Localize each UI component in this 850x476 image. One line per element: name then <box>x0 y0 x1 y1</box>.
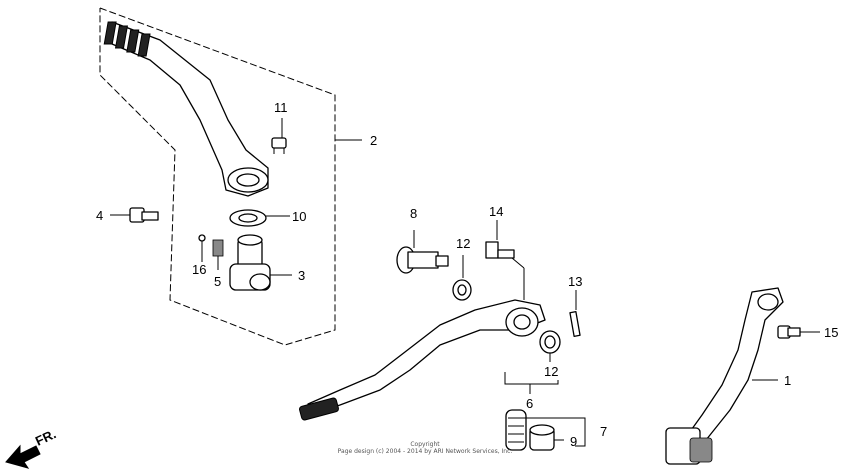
copyright-line1: Copyright <box>410 441 440 448</box>
bracket-7 <box>520 417 586 447</box>
callout-16: 16 <box>192 262 206 277</box>
callout-9: 9 <box>570 434 577 449</box>
callout-11: 11 <box>274 100 288 115</box>
brake-pedal-6[interactable] <box>299 299 546 421</box>
pivot-bolt-8[interactable] <box>396 246 449 274</box>
callout-12-lower: 12 <box>544 364 558 379</box>
callout-8: 8 <box>410 206 417 221</box>
callout-7: 7 <box>600 424 607 439</box>
copyright-line2: Page design (c) 2004 - 2014 by ARI Netwo… <box>338 448 513 455</box>
kick-starter-arm-2[interactable] <box>103 21 269 197</box>
seal-12-upper[interactable] <box>452 279 472 301</box>
callout-13: 13 <box>568 274 582 289</box>
callout-6: 6 <box>526 396 533 411</box>
assembly-outline-2 <box>99 7 336 346</box>
pin-14[interactable] <box>485 241 515 259</box>
callout-15: 15 <box>824 325 838 340</box>
callout-14: 14 <box>489 204 503 219</box>
callout-2: 2 <box>370 133 377 148</box>
direction-label: FR. <box>33 426 58 448</box>
gearshift-pedal-1[interactable] <box>665 287 784 465</box>
return-spring-7[interactable] <box>505 409 527 451</box>
bolt-11[interactable] <box>271 137 287 154</box>
collar-9[interactable] <box>529 424 555 451</box>
washer-10[interactable] <box>229 209 267 227</box>
kick-boss-3[interactable] <box>229 234 271 291</box>
spring-5[interactable] <box>212 239 224 257</box>
callout-3: 3 <box>298 268 305 283</box>
bracket-6 <box>504 372 559 385</box>
bolt-15[interactable] <box>777 325 801 339</box>
seal-12-lower[interactable] <box>539 330 561 354</box>
ball-16[interactable] <box>198 234 206 242</box>
callout-1: 1 <box>784 373 791 388</box>
callout-10: 10 <box>292 209 306 224</box>
callout-12-upper: 12 <box>456 236 470 251</box>
cotter-pin-13[interactable] <box>569 311 581 337</box>
front-direction-arrow-icon <box>5 444 41 469</box>
bolt-4[interactable] <box>129 207 159 223</box>
callout-4: 4 <box>96 208 103 223</box>
callout-5: 5 <box>214 274 221 289</box>
